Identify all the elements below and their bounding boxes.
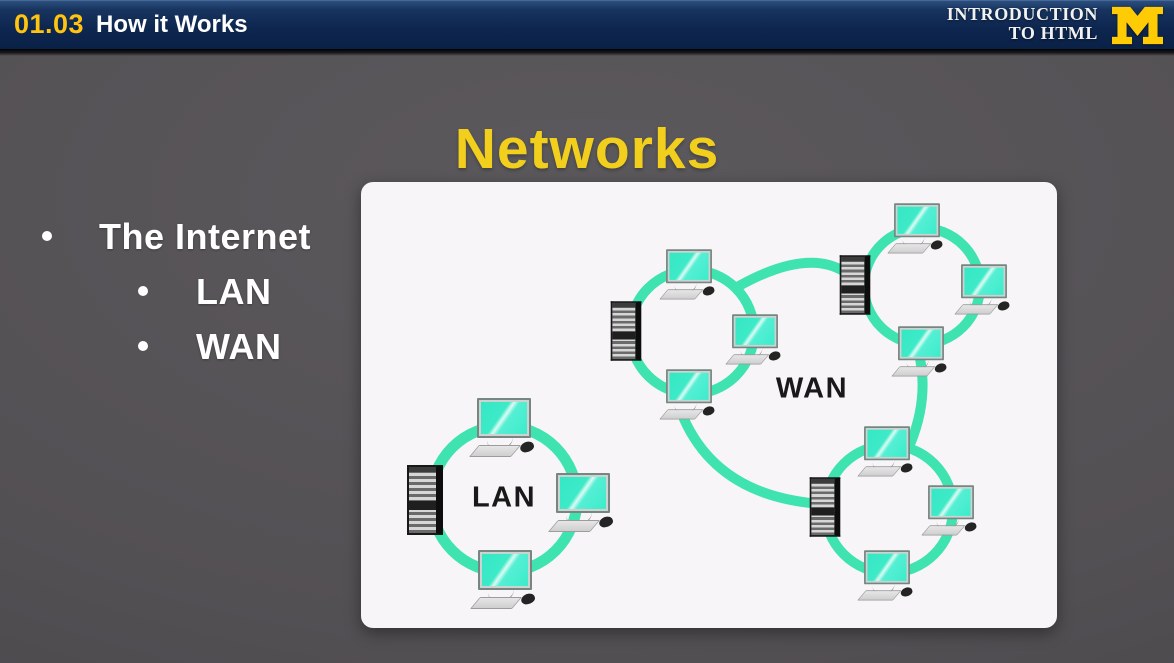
keyboard (887, 243, 932, 254)
screen (482, 553, 528, 586)
screen (897, 206, 937, 234)
server-icon (610, 301, 642, 361)
diagram-panel: LAN WAN (361, 182, 1057, 628)
course-title-line1: INTRODUCTION (946, 4, 1098, 24)
keyboard (468, 444, 522, 457)
keyboard (659, 409, 704, 420)
screen (964, 267, 1004, 295)
screen (867, 553, 907, 581)
mouse (963, 520, 978, 533)
connection-left-to-bottomright (679, 414, 827, 509)
server-icon (839, 255, 871, 315)
computer-icon (891, 326, 949, 377)
screen (735, 317, 775, 345)
screen (901, 329, 941, 357)
screen (931, 488, 971, 516)
monitor (961, 264, 1007, 299)
lan-label: LAN (471, 481, 537, 514)
computer-icon (659, 369, 717, 420)
keyboard (954, 304, 999, 315)
mouse (518, 439, 536, 455)
lesson-number: 01.03 (14, 9, 85, 39)
monitor (864, 550, 910, 585)
bullet-dot (138, 286, 148, 296)
computer-icon (887, 203, 945, 254)
computer-icon (857, 550, 915, 601)
server-icon (809, 477, 841, 537)
connection-left-to-topright (734, 257, 850, 291)
keyboard (857, 466, 902, 477)
mouse (899, 461, 914, 474)
keyboard (725, 354, 770, 365)
bullet-item-wan: WAN (196, 326, 282, 367)
monitor (732, 314, 778, 349)
course-title-line2: TO HTML (1008, 23, 1098, 43)
mouse (701, 284, 716, 297)
monitor (666, 249, 712, 284)
screen (481, 401, 527, 434)
computer-icon (547, 472, 616, 532)
mouse (767, 349, 782, 362)
keyboard (891, 366, 936, 377)
monitor (894, 203, 940, 238)
mouse (996, 299, 1011, 312)
keyboard (469, 596, 523, 609)
computer-icon (468, 397, 537, 457)
keyboard (921, 525, 966, 536)
lesson-title: How it Works (96, 11, 248, 38)
screen (669, 372, 709, 400)
bullet-dot (42, 231, 52, 241)
screen (669, 252, 709, 280)
mouse (929, 238, 944, 251)
screen (560, 476, 606, 509)
mouse (597, 514, 615, 530)
keyboard (857, 590, 902, 601)
monitor (478, 549, 532, 590)
monitor (864, 426, 910, 461)
bullet-item-the-internet: The Internet (99, 216, 312, 257)
bullet-item-lan: LAN (196, 271, 272, 312)
computer-icon (469, 549, 538, 609)
monitor (928, 485, 974, 520)
computer-icon (659, 249, 717, 300)
mouse (899, 585, 914, 598)
mouse (519, 591, 537, 607)
mouse (701, 404, 716, 417)
monitor (666, 369, 712, 404)
monitor (898, 326, 944, 361)
keyboard (547, 519, 601, 532)
keyboard (659, 289, 704, 300)
computer-icon (857, 426, 915, 477)
monitor (556, 472, 610, 513)
page-title: Networks (454, 117, 720, 182)
monitor (477, 397, 531, 438)
course-title: INTRODUCTION TO HTML (947, 5, 1098, 43)
server-icon (407, 465, 443, 535)
computer-icon (954, 264, 1012, 315)
umich-block-m-logo-icon (1111, 6, 1164, 45)
computer-icon (921, 485, 979, 536)
computer-icon (725, 314, 783, 365)
header-bar: 01.03 How it Works INTRODUCTION TO HTML (0, 0, 1174, 56)
screen (867, 429, 907, 457)
wan-label: WAN (775, 372, 849, 405)
block-m-glyph (1111, 6, 1164, 45)
mouse (933, 361, 948, 374)
bullet-dot (138, 341, 148, 351)
